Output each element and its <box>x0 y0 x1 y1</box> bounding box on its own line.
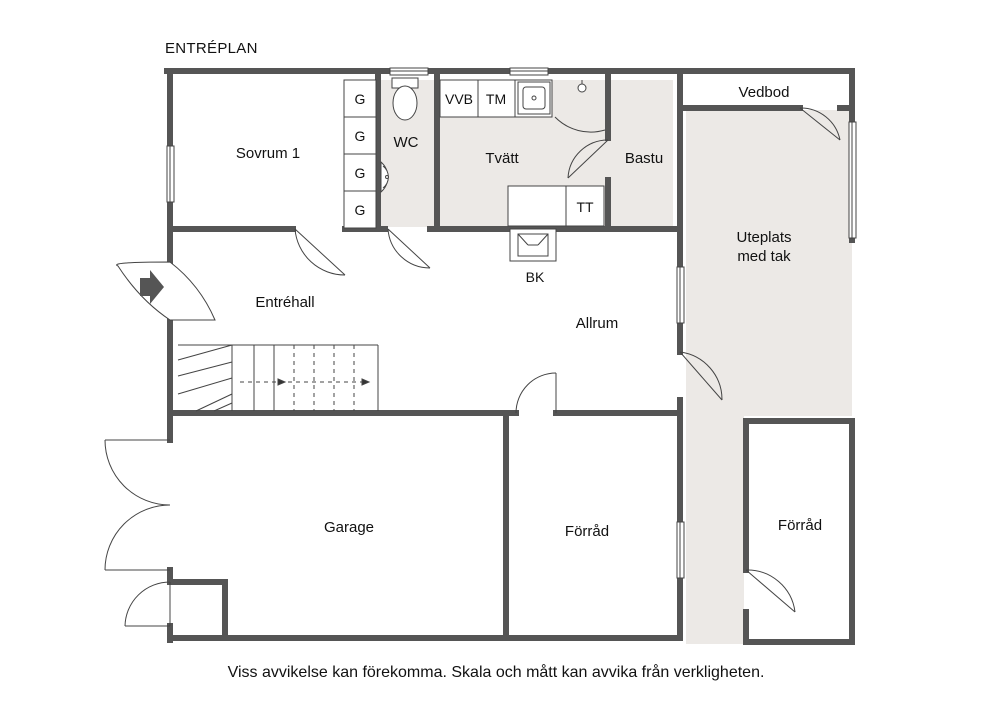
walls <box>164 68 855 645</box>
tm-label: TM <box>486 91 506 107</box>
room-tvatt: Tvätt <box>485 150 519 167</box>
wardrobe-label: G <box>355 202 366 218</box>
sink-icon <box>517 81 551 115</box>
wardrobe-label: G <box>355 128 366 144</box>
entrance-door <box>116 261 216 321</box>
staircase <box>177 344 379 412</box>
toilet-icon <box>391 77 419 121</box>
room-wc: WC <box>394 134 419 151</box>
entrance-arrow-icon <box>140 270 164 304</box>
room-garage: Garage <box>324 519 374 536</box>
washbasin-icon <box>380 160 389 194</box>
chimney-icon <box>509 228 557 262</box>
room-forrad-outer: Förråd <box>778 517 822 534</box>
wet-area-floors <box>380 80 852 644</box>
wardrobe-column <box>343 79 377 229</box>
tt-label: TT <box>576 199 594 215</box>
disclaimer: Viss avvikelse kan förekomma. Skala och … <box>227 664 765 681</box>
floor-drain-icon <box>577 80 587 93</box>
wardrobe-label: G <box>355 91 366 107</box>
plan-title: ENTRÉPLAN <box>165 40 258 57</box>
room-bastu: Bastu <box>625 150 663 167</box>
room-entrehall: Entréhall <box>255 294 314 311</box>
room-uteplats-line2: med tak <box>737 248 791 265</box>
wardrobe-label: G <box>355 165 366 181</box>
doors <box>104 107 841 627</box>
room-sovrum: Sovrum 1 <box>236 145 300 162</box>
bk-label: BK <box>526 269 545 285</box>
room-vedbod: Vedbod <box>739 84 790 101</box>
windows <box>166 67 857 579</box>
dryer-cabinet <box>507 185 605 227</box>
room-allrum: Allrum <box>576 315 619 332</box>
vvb-label: VVB <box>445 91 473 107</box>
room-uteplats-line1: Uteplats <box>736 229 791 246</box>
room-forrad-inner: Förråd <box>565 523 609 540</box>
